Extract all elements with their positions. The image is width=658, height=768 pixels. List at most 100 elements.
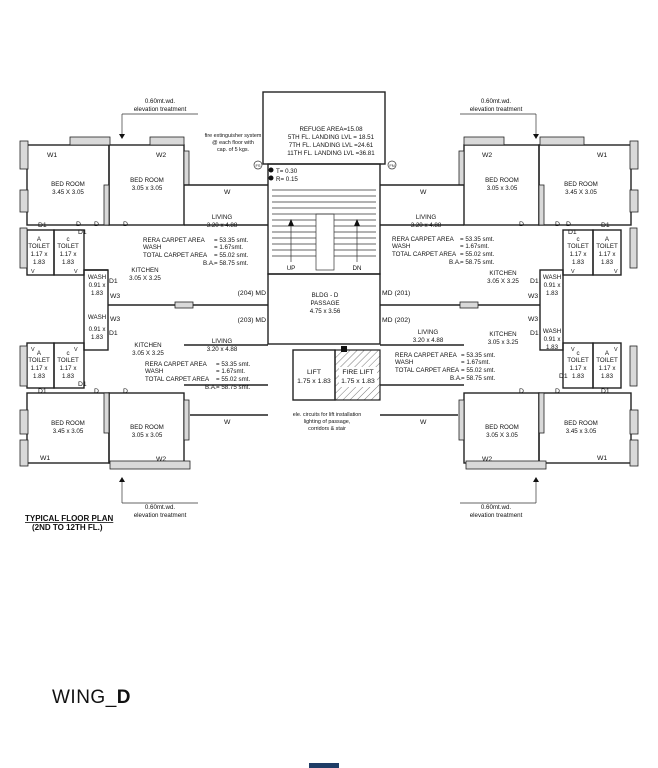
door-mark: D1 bbox=[109, 278, 118, 285]
central-core: UP DN REFUGE AREA=15.08 5TH FL. LANDING … bbox=[205, 91, 410, 432]
door-mark: D1 bbox=[38, 222, 47, 229]
area-wash: WASH bbox=[392, 243, 410, 250]
elevation-size-label: 0.60mt.wd. bbox=[145, 98, 176, 105]
kitchen-dims: 3.05 X 3.25 bbox=[132, 350, 164, 357]
door-mark: D bbox=[94, 388, 99, 395]
elevation-note-bottom-right: 0.60mt.wd. elevation treatment bbox=[460, 477, 539, 519]
toilet-dims: 1.83 bbox=[62, 259, 75, 266]
window-mark: W3 bbox=[110, 316, 120, 323]
door-mark: D1 bbox=[78, 229, 87, 236]
toilet-tag: c bbox=[576, 236, 579, 243]
door-mark: D bbox=[519, 221, 524, 228]
elevation-label: elevation treatment bbox=[470, 512, 523, 519]
area-total-value: = 55.02 smt. bbox=[461, 367, 496, 374]
fire-extinguisher-note-3: cap. of 5 kgs. bbox=[217, 147, 249, 153]
vent-mark: V bbox=[571, 269, 575, 275]
toilet-tag: A bbox=[605, 236, 610, 243]
window-mark: W3 bbox=[528, 316, 538, 323]
window-mark: W2 bbox=[156, 152, 166, 159]
fn-marker-icon bbox=[387, 160, 397, 170]
up-arrow-icon bbox=[288, 219, 294, 226]
toilet-dims: 1.83 bbox=[62, 373, 75, 380]
refuge-landing-7th: 7TH FL. LANDING LVL =24.61 bbox=[289, 142, 374, 149]
toilet-tag: c bbox=[66, 236, 69, 243]
room-dims: 3.45 X 3.05 bbox=[565, 189, 597, 196]
room-label: BED ROOM bbox=[51, 181, 85, 188]
kitchen-label: KITCHEN bbox=[131, 267, 158, 274]
door-mark: D bbox=[566, 221, 571, 228]
window-mark: W1 bbox=[597, 455, 607, 462]
window-mark: W bbox=[224, 419, 231, 426]
toilet-dims: 1.83 bbox=[601, 373, 614, 380]
flat-201-door: MD (201) bbox=[382, 290, 410, 297]
toilet-dims: 1.17 x bbox=[599, 365, 617, 372]
fire-lift-label: FIRE LIFT bbox=[342, 369, 373, 376]
area-wash: WASH bbox=[145, 368, 163, 375]
elevation-label: elevation treatment bbox=[470, 106, 523, 113]
area-ba-value: = 58.75 smt. bbox=[216, 384, 251, 391]
flat-204-door: (204) MD bbox=[238, 290, 266, 297]
kitchen-label: KITCHEN bbox=[134, 342, 161, 349]
flat-202-door: MD (202) bbox=[382, 317, 410, 324]
right-wing-walls bbox=[380, 136, 639, 470]
window-mark: W3 bbox=[528, 293, 538, 300]
door-mark: D1 bbox=[568, 229, 577, 236]
window-mark: W bbox=[224, 189, 231, 196]
window-mark: W3 bbox=[110, 293, 120, 300]
building-label: BLDG - D bbox=[312, 292, 339, 299]
toilet-tag: A bbox=[605, 350, 610, 357]
area-total-value: = 55.02 smt. bbox=[460, 251, 495, 258]
window-mark: W2 bbox=[156, 456, 166, 463]
area-wash-value: = 1.67smt. bbox=[460, 243, 489, 250]
toilet-label: TOILET bbox=[57, 243, 79, 250]
toilet-dims: 1.83 bbox=[572, 373, 585, 380]
vent-mark: V bbox=[571, 347, 575, 353]
room-dims: 3.05 x 3.05 bbox=[132, 185, 163, 192]
door-mark: D bbox=[123, 221, 128, 228]
living-dims: 3.20 x 4.88 bbox=[207, 346, 238, 353]
area-ba: B.A. bbox=[205, 384, 217, 391]
area-rera-value: = 53.35 smt. bbox=[460, 236, 495, 243]
wing-prefix: WING_ bbox=[52, 687, 117, 708]
kitchen-label: KITCHEN bbox=[489, 331, 516, 338]
lift-dims: 1.75 x 1.83 bbox=[297, 378, 331, 385]
room-dims: 3.05 X 3.05 bbox=[486, 432, 518, 439]
room-dims: 3.45 X 3.05 bbox=[52, 189, 84, 196]
room-label: BED ROOM bbox=[564, 420, 598, 427]
toilet-tag: A bbox=[37, 236, 42, 243]
window-mark: W1 bbox=[47, 152, 57, 159]
door-mark: D bbox=[123, 388, 128, 395]
toilet-dims: 1.17 x bbox=[570, 365, 588, 372]
door-mark: D1 bbox=[38, 388, 47, 395]
fire-lift-dims: 1.75 x 1.83 bbox=[341, 378, 375, 385]
window-mark: W2 bbox=[482, 152, 492, 159]
door-mark: D bbox=[94, 221, 99, 228]
caption-title: TYPICAL FLOOR PLAN bbox=[25, 514, 114, 523]
wash-dims: 1.83 bbox=[546, 344, 559, 351]
fn-marker-label: FN bbox=[389, 163, 394, 168]
toilet-label: TOILET bbox=[28, 357, 50, 364]
wash-dims: 1.83 bbox=[91, 334, 104, 341]
room-label: BED ROOM bbox=[51, 420, 85, 427]
area-total: TOTAL CARPET AREA bbox=[145, 376, 210, 383]
wash-label: WASH bbox=[88, 314, 106, 321]
area-total-value: = 55.02 smt. bbox=[216, 376, 251, 383]
left-wing-walls bbox=[19, 136, 268, 470]
area-ba: B.A. bbox=[449, 259, 461, 266]
toilet-dims: 1.17 x bbox=[31, 365, 49, 372]
area-wash-value: = 1.67smt. bbox=[214, 244, 243, 251]
toilet-dims: 1.83 bbox=[572, 259, 585, 266]
living-dims: 3.20 x 4.88 bbox=[207, 222, 238, 229]
area-rera: RERA CARPET AREA bbox=[145, 361, 208, 368]
fs-marker-icon bbox=[253, 160, 263, 170]
vent-mark: V bbox=[614, 347, 618, 353]
vent-mark: V bbox=[74, 269, 78, 275]
elevation-label: elevation treatment bbox=[134, 106, 187, 113]
door-mark: D1 bbox=[109, 330, 118, 337]
living-dims: 3.20 x 4.88 bbox=[413, 337, 444, 344]
area-total: TOTAL CARPET AREA bbox=[143, 252, 208, 259]
toilet-dims: 1.83 bbox=[33, 373, 46, 380]
kitchen-dims: 3.05 x 3.25 bbox=[488, 339, 519, 346]
flat-203-door: (203) MD bbox=[238, 317, 266, 324]
stair-tread-label: T= 0.30 bbox=[276, 168, 298, 175]
